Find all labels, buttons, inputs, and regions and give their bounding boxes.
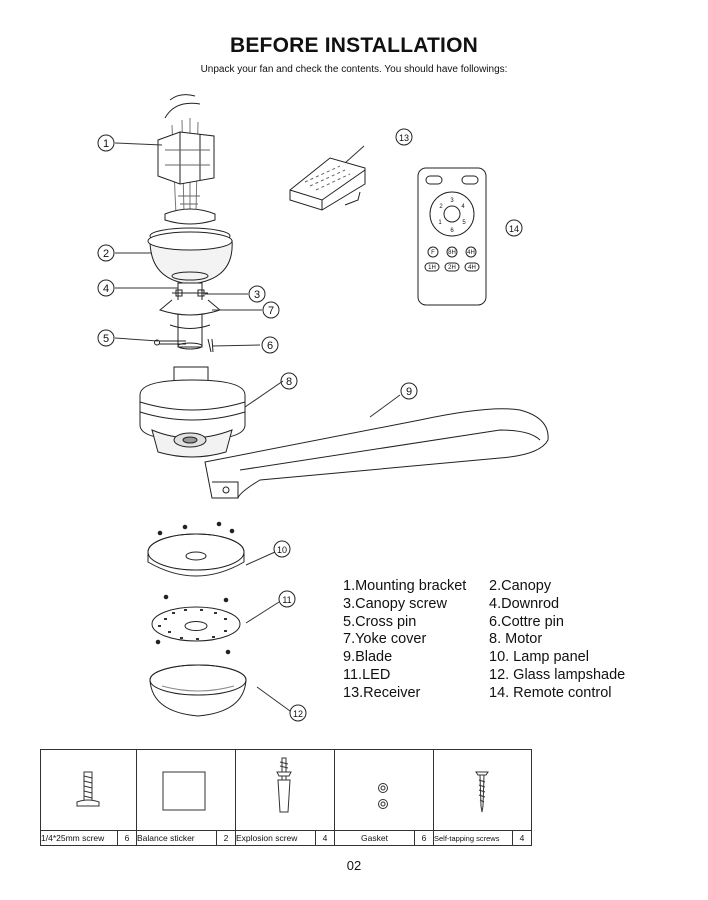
callout-number: 9 (406, 386, 412, 398)
part-name: 5.Cross pin (343, 614, 489, 632)
part-name: 13.Receiver (343, 685, 489, 703)
callout-number: 2 (103, 248, 109, 260)
remote-button-label: 4H (467, 250, 475, 256)
hardware-cell (137, 750, 236, 831)
part-name: 14. Remote control (489, 685, 612, 703)
callout-number: 3 (254, 289, 260, 301)
motor-illustration (140, 367, 245, 457)
mounting-bracket-illustration (158, 95, 215, 224)
wood-screw-icon (434, 750, 530, 828)
remote-button-label: 1H (428, 265, 436, 271)
remote-button-label: F (431, 250, 435, 256)
glass-lampshade-illustration (150, 665, 246, 716)
led-board-illustration (152, 595, 240, 654)
part-name: 7.Yoke cover (343, 631, 489, 649)
remote-control-illustration (418, 168, 486, 305)
hardware-qty: 2 (217, 831, 236, 846)
part-name: 8. Motor (489, 631, 542, 649)
lamp-panel-illustration (148, 522, 244, 576)
hardware-label: Balance sticker (137, 831, 217, 846)
hardware-image-row (41, 750, 532, 831)
hardware-label: Explosion screw (236, 831, 316, 846)
page-number: 02 (0, 858, 708, 873)
callout-number: 12 (293, 709, 303, 719)
sticker-icon (137, 750, 234, 828)
remote-button-label: 8H (448, 250, 456, 256)
callout-number: 10 (277, 545, 287, 555)
hardware-label-row: 1/4*25mm screw 6 Balance sticker 2 Explo… (41, 831, 532, 846)
washer-icon (335, 750, 432, 828)
hardware-qty: 4 (316, 831, 335, 846)
hardware-cell (434, 750, 532, 831)
callout-number: 7 (268, 305, 274, 317)
hardware-qty: 4 (513, 831, 532, 846)
hardware-cell (41, 750, 137, 831)
bolt-icon (41, 750, 135, 828)
remote-button-label: 2H (448, 265, 456, 271)
part-name: 3.Canopy screw (343, 596, 489, 614)
callout-number: 13 (399, 133, 409, 143)
receiver-illustration (290, 158, 365, 210)
callout-number: 11 (282, 595, 291, 605)
part-name: 12. Glass lampshade (489, 667, 625, 685)
downrod-illustration (160, 283, 220, 349)
blade-illustration (205, 409, 548, 498)
callout-number: 4 (103, 283, 109, 295)
part-name: 11.LED (343, 667, 489, 685)
callout-number: 6 (267, 340, 273, 352)
part-name: 2.Canopy (489, 578, 551, 596)
hardware-qty: 6 (118, 831, 137, 846)
hardware-qty: 6 (415, 831, 434, 846)
remote-button-label: 4H (468, 265, 476, 271)
part-name: 6.Cottre pin (489, 614, 564, 632)
part-name: 9.Blade (343, 649, 489, 667)
callout-number: 5 (103, 333, 109, 345)
canopy-illustration (148, 228, 232, 284)
hardware-table: 1/4*25mm screw 6 Balance sticker 2 Explo… (40, 749, 532, 846)
hardware-label: Self-tapping screws (434, 831, 513, 846)
part-name: 4.Downrod (489, 596, 559, 614)
part-name: 10. Lamp panel (489, 649, 589, 667)
callout-number: 14 (509, 224, 519, 234)
hardware-label: Gasket (335, 831, 415, 846)
callout-number: 1 (103, 138, 109, 150)
anchor-bolt-icon (236, 750, 333, 828)
callout-number: 8 (286, 376, 292, 388)
part-name: 1.Mounting bracket (343, 578, 489, 596)
hardware-label: 1/4*25mm screw (41, 831, 118, 846)
hardware-cell (236, 750, 335, 831)
hardware-cell (335, 750, 434, 831)
